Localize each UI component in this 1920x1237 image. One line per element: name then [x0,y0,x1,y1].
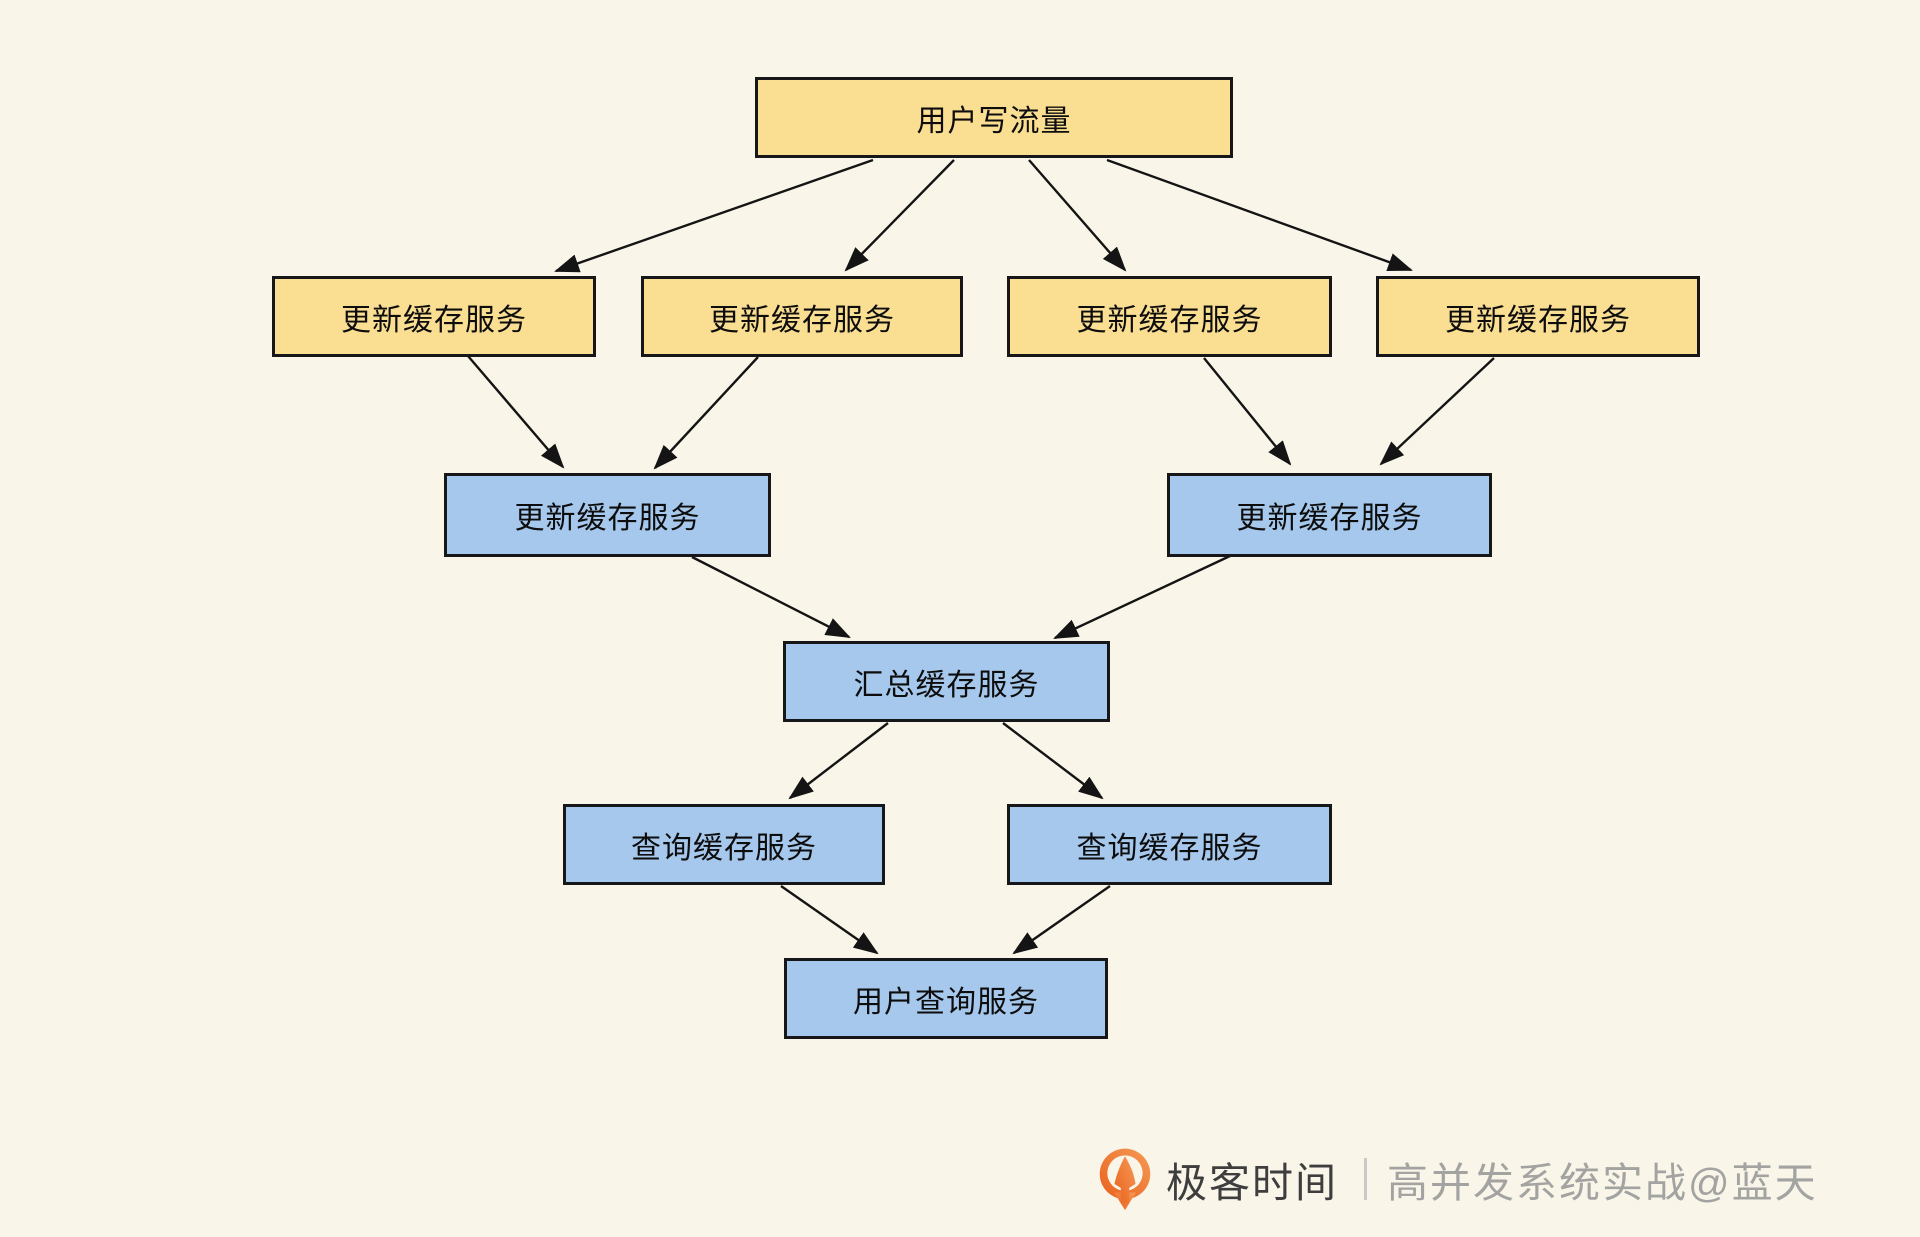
arrow-aggregate-cache-to-query-cache-right [1002,722,1104,800]
arrow-update-cache-d-to-merge-cache-right [1379,357,1495,466]
arrow-query-cache-right-to-user-query-service [1012,885,1111,955]
diagram-node-update-cache-c: 更新缓存服务 [1007,276,1332,357]
diagram-node-label: 更新缓存服务 [341,303,527,337]
footer-watermark: 极客时间 高并发系统实战@蓝天 [1098,1132,1818,1226]
footer-divider [1364,1158,1367,1200]
arrow-merge-cache-left-to-aggregate-cache [691,555,851,639]
diagram-node-label: 更新缓存服务 [1445,303,1631,337]
diagram-node-label: 更新缓存服务 [1076,303,1263,337]
diagram-node-label: 用户查询服务 [853,985,1039,1019]
diagram-node-user-write-traffic: 用户写流量 [755,77,1233,158]
diagram-node-label: 查询缓存服务 [1076,831,1263,865]
arrow-query-cache-left-to-user-query-service [780,885,879,955]
arrow-update-cache-c-to-merge-cache-right [1203,357,1292,466]
arrow-aggregate-cache-to-query-cache-left [788,722,889,800]
diagram-node-aggregate-cache: 汇总缓存服务 [783,641,1110,722]
diagram-node-label: 用户写流量 [916,104,1072,138]
diagram-node-label: 汇总缓存服务 [853,668,1040,702]
diagram-node-label: 更新缓存服务 [514,502,701,535]
arrow-user-write-traffic-to-update-cache-d [1106,158,1413,272]
diagram-node-query-cache-right: 查询缓存服务 [1007,804,1332,885]
diagram-node-update-cache-b: 更新缓存服务 [641,276,963,357]
arrow-merge-cache-right-to-aggregate-cache [1053,554,1231,640]
diagram-node-merge-cache-right: 更新缓存服务 [1167,473,1492,557]
diagram-node-query-cache-left: 查询缓存服务 [563,804,885,885]
arrow-user-write-traffic-to-update-cache-a [554,158,874,273]
diagram-node-label: 更新缓存服务 [709,303,895,337]
arrow-user-write-traffic-to-update-cache-b [844,159,955,272]
diagram-node-update-cache-d: 更新缓存服务 [1376,276,1700,357]
diagram-node-user-query-service: 用户查询服务 [784,958,1108,1039]
diagram-node-label: 查询缓存服务 [631,831,817,865]
diagram-node-label: 更新缓存服务 [1236,502,1423,535]
diagram-node-merge-cache-left: 更新缓存服务 [444,473,771,557]
diagram-node-update-cache-a: 更新缓存服务 [272,276,596,357]
arrow-update-cache-a-to-merge-cache-left [467,355,565,469]
brand-name: 极客时间 [1166,1160,1338,1206]
credit-text: 高并发系统实战@蓝天 [1387,1160,1818,1206]
arrow-user-write-traffic-to-update-cache-c [1028,159,1127,272]
arrow-update-cache-b-to-merge-cache-left [653,356,759,470]
geektime-logo-icon [1099,1148,1151,1211]
